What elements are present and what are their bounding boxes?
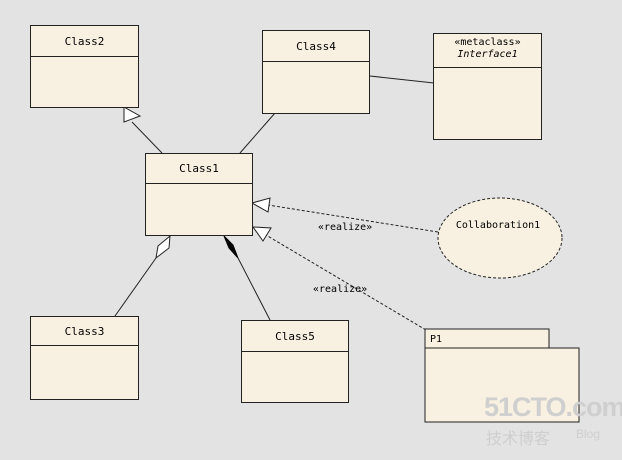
class3-name: Class3 [64, 325, 105, 338]
class4-name: Class4 [296, 40, 336, 53]
class2-name: Class2 [64, 35, 105, 48]
realize-line-collaboration [267, 204, 439, 233]
generalization-line [131, 121, 163, 154]
realize-arrowhead-collaboration [250, 197, 271, 213]
class3-box[interactable]: Class3 [30, 316, 139, 400]
generalization-arrowhead [123, 106, 142, 123]
collaboration-ellipse[interactable] [437, 197, 563, 279]
watermark-blog: Blog [576, 427, 601, 441]
class1-box[interactable]: Class1 [145, 153, 253, 236]
interface-name: Interface1 [457, 49, 518, 60]
class5-box[interactable]: Class5 [241, 320, 349, 403]
watermark-subtitle: 技术博客 [486, 431, 551, 448]
realize-label-collaboration: «realize» [318, 222, 372, 233]
package-tab[interactable] [424, 328, 550, 349]
watermark-logo: 51CTO.com [484, 392, 622, 422]
package-label: P1 [430, 334, 442, 345]
association-line-class4 [239, 112, 276, 154]
aggregation-diamond [155, 234, 171, 260]
interface-stereotype: «metaclass» [454, 37, 521, 48]
realize-label-package: «realize» [313, 284, 367, 295]
realize-arrowhead-package [251, 226, 272, 242]
composition-diamond [223, 235, 239, 259]
class1-name: Class1 [179, 162, 219, 175]
interface1-box[interactable]: «metaclass» Interface1 [433, 33, 542, 140]
association-line-interface [369, 75, 435, 84]
class5-name: Class5 [275, 330, 315, 343]
class2-box[interactable]: Class2 [30, 25, 139, 108]
class4-box[interactable]: Class4 [262, 30, 370, 114]
composition-line [237, 257, 271, 321]
aggregation-line [114, 257, 157, 317]
realize-line-package [265, 234, 427, 331]
collaboration-label: Collaboration1 [456, 220, 540, 231]
package-body[interactable] [424, 347, 580, 423]
